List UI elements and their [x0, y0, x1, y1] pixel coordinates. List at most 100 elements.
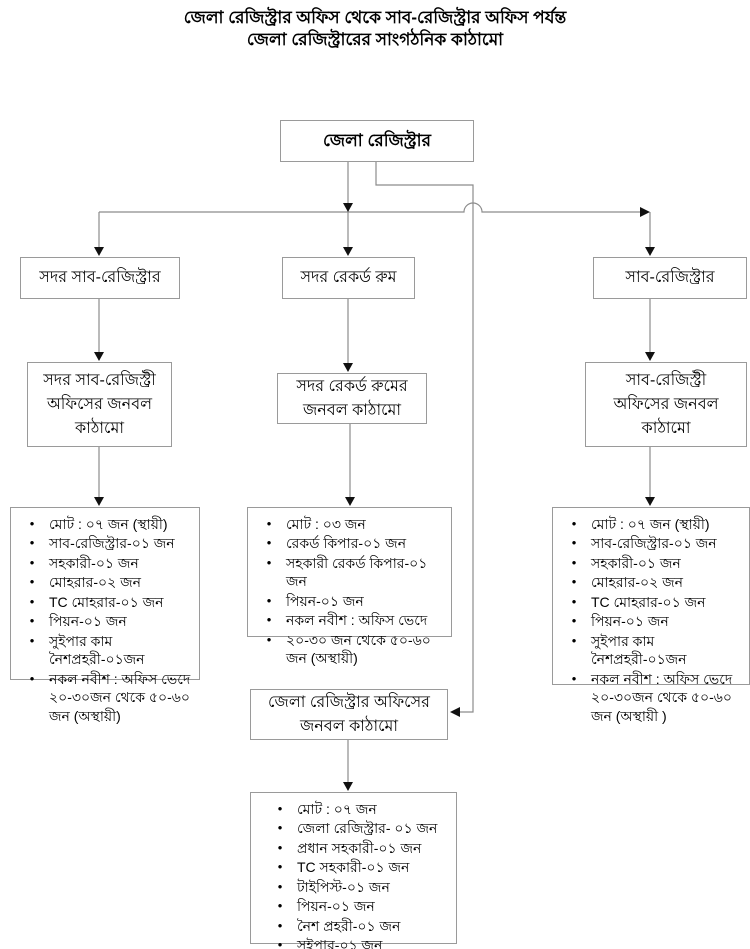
list-item-text: মোট : ০৭ জন (স্থায়ী) — [591, 516, 710, 532]
list-item: • পিয়ন-০১ জন — [255, 897, 452, 915]
list-item: •পিয়ন-০১ জন — [252, 592, 447, 610]
box-label-line: কাঠামো — [75, 419, 124, 437]
list-item: • পিয়ন-০১ জন — [557, 612, 745, 630]
box-label-line: জনবল কাঠামো — [302, 401, 402, 419]
bullet-icon: • — [277, 859, 283, 875]
node-sadar-record-room-staff-structure: সদর রেকর্ড রুমের জনবল কাঠামো — [277, 373, 427, 424]
arrow-down-icon — [343, 203, 353, 212]
list-item-text: প্রধান সহকারী-০১ জন — [297, 839, 422, 856]
bullet-icon: • — [29, 554, 35, 570]
list-item-text: সহকারী-০১ জন — [49, 554, 139, 571]
bullet-icon: • — [266, 535, 272, 551]
bullet-icon: • — [29, 670, 35, 686]
list-item-text: সাব-রেজিস্ট্রার-০১ জন — [591, 535, 717, 552]
list-item-text: TC মোহরার-০১ জন — [49, 593, 164, 610]
arrow-down-icon — [94, 247, 104, 256]
list-item: •নকল নবীশ : অফিস ভেদে ২০-৩০জন থেকে ৫০-৬০… — [15, 670, 195, 725]
box-label-line: জনবল কাঠামো — [299, 717, 399, 735]
chart-title-line2: জেলা রেজিস্ট্রারের সাংগঠনিক কাঠামো — [246, 30, 504, 49]
list-item-text: মোহরার-০২ জন — [591, 574, 683, 591]
node-sadar-sub-registry-staff-structure: সদর সাব-রেজিস্ট্রী অফিসের জনবল কাঠামো — [27, 362, 172, 447]
arrow-down-icon — [345, 497, 355, 506]
list-item-text: মোট : ০৭ জন (স্থায়ী) — [49, 516, 168, 532]
bullet-icon: • — [29, 535, 35, 551]
list-item: •নকল নবীশ : অফিস ভেদে ২০-৩০জন থেকে ৫০-৬০… — [557, 670, 745, 725]
box-label-line: জেলা রেজিস্ট্রার অফিসের — [268, 693, 430, 711]
node-district-registrar: জেলা রেজিস্ট্রার — [280, 120, 474, 162]
list-item-text: পিয়ন-০১ জন — [297, 898, 375, 915]
list-item: • সুইপার কাম নৈশপ্রহরী-০১জন — [15, 632, 195, 669]
bullet-icon: • — [277, 839, 283, 855]
list-item-text: টাইপিস্ট-০১ জন — [297, 878, 390, 895]
list-item-text: মোট : ০৩ জন — [286, 516, 366, 532]
list-item: •সহকারী-০১ জন — [557, 554, 745, 572]
list-item-text: সুইপার-০১ জন — [297, 937, 383, 949]
list-item-text: ২০-৩০ জন থেকে ৫০-৬০ জন (অস্থায়ী) — [286, 631, 431, 667]
list-item-text: সুইপার কাম নৈশপ্রহরী-০১জন — [49, 632, 145, 668]
box-label-line: কাঠামো — [641, 419, 691, 437]
bullet-icon: • — [277, 820, 283, 836]
box-label-line: অফিসের জনবল — [46, 395, 153, 413]
bullet-icon: • — [571, 516, 577, 531]
list-item: • জেলা রেজিস্ট্রার- ০১ জন — [255, 819, 452, 837]
list-item: • মোট : ০৭ জন (স্থায়ী) — [557, 515, 745, 533]
bullet-icon: • — [266, 592, 272, 608]
arrow-down-icon — [343, 363, 353, 372]
bullet-icon: • — [266, 554, 272, 570]
list-item: •পিয়ন-০১ জন — [15, 612, 195, 630]
staff-list-district-registrar-office: • মোট : ০৭ জন • জেলা রেজিস্ট্রার- ০১ জন • প্র… — [250, 792, 457, 949]
list-item-text: মোট : ০৭ জন — [297, 801, 377, 817]
arrow-down-icon — [645, 497, 655, 506]
list-item-text: জেলা রেজিস্ট্রার- ০১ জন — [297, 820, 438, 837]
bullet-icon: • — [277, 937, 283, 949]
bullet-icon: • — [266, 631, 272, 647]
list-item-text: রেকর্ড কিপার-০১ জন — [286, 535, 407, 552]
list-item-text: TC সহকারী-০১ জন — [297, 859, 410, 876]
bullet-icon: • — [277, 917, 283, 933]
list-item: •নকল নবীশ : অফিস ভেদে — [252, 611, 447, 629]
chart-title-line1: জেলা রেজিস্ট্রার অফিস থেকে সাব-রেজিস্ট্র… — [183, 8, 567, 27]
staff-list-sadar-sub-registry: • মোট : ০৭ জন (স্থায়ী) • সাব-রেজিস্ট্রার-০… — [10, 507, 200, 724]
bullet-icon: • — [277, 801, 283, 816]
arrow-right-icon — [640, 207, 650, 217]
bullet-icon: • — [29, 593, 35, 609]
node-sub-registrar: সাব-রেজিস্ট্রার — [593, 257, 747, 299]
bullet-icon: • — [29, 574, 35, 590]
bullet-icon: • — [571, 574, 577, 590]
list-item: • TC সহকারী-০১ জন — [255, 858, 452, 876]
bullet-icon: • — [571, 670, 577, 686]
list-item: • রেকর্ড কিপার-০১ জন — [252, 534, 447, 552]
bullet-icon: • — [29, 632, 35, 648]
connector-path — [99, 202, 640, 213]
arrow-left-icon — [450, 707, 460, 717]
node-district-registrar-office-staff-structure: জেলা রেজিস্ট্রার অফিসের জনবল কাঠামো — [250, 689, 448, 740]
node-sub-registry-staff-structure: সাব-রেজিস্ট্রী অফিসের জনবল কাঠামো — [585, 362, 747, 447]
arrow-down-icon — [94, 497, 104, 506]
list-item: • সহকারী-০১ জন — [15, 554, 195, 572]
list-item: • TC মোহরার-০১ জন — [15, 593, 195, 611]
list-item-text: সাব-রেজিস্ট্রার-০১ জন — [49, 535, 175, 552]
box-label-line: সদর সাব-রেজিস্ট্রী — [43, 371, 156, 389]
bullet-icon: • — [266, 516, 272, 531]
staff-list: • মোট : ০৭ জন (স্থায়ী) • সাব-রেজিস্ট্রার-০… — [15, 515, 195, 725]
list-item: • মোট : ০৭ জন — [255, 800, 452, 818]
staff-list: • মোট : ০৩ জন • রেকর্ড কিপার-০১ জন •সহকারী র… — [252, 515, 447, 668]
list-item: • মোহরার-০২ জন — [15, 573, 195, 591]
arrow-down-icon — [343, 247, 353, 256]
list-item-text: পিয়ন-০১ জন — [591, 613, 669, 630]
list-item-text: মোহরার-০২ জন — [49, 574, 141, 591]
bullet-icon: • — [277, 898, 283, 914]
arrow-down-icon — [94, 352, 104, 361]
list-item: •সহকারী রেকর্ড কিপার-০১ জন — [252, 554, 447, 591]
list-item-text: TC মোহরার-০১ জন — [591, 593, 706, 610]
list-item: • মোহরার-০২ জন — [557, 573, 745, 591]
list-item: •সাব-রেজিস্ট্রার-০১ জন — [557, 534, 745, 552]
staff-list-sadar-record-room: • মোট : ০৩ জন • রেকর্ড কিপার-০১ জন •সহকারী র… — [247, 507, 452, 666]
bullet-icon: • — [571, 632, 577, 648]
box-label-line: অফিসের জনবল — [613, 395, 719, 413]
arrow-down-icon — [645, 247, 655, 256]
staff-list: •মোট : ০৭ জন (স্থায়ী)•সাব-রেজিস্ট্রার-০… — [557, 515, 745, 725]
list-item: •টাইপিস্ট-০১ জন — [255, 878, 452, 896]
bullet-icon: • — [571, 613, 577, 629]
